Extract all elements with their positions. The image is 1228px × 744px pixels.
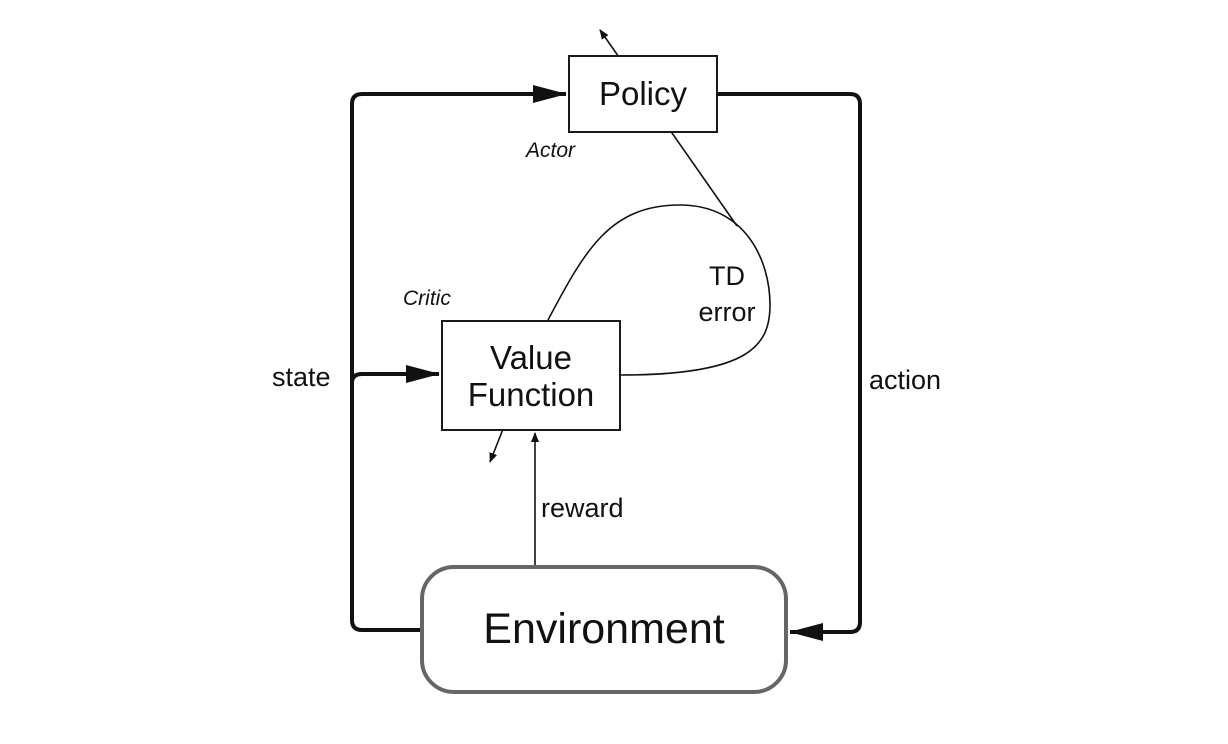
- actor-label: Actor: [526, 139, 576, 162]
- reward-label: reward: [541, 493, 624, 523]
- td-error-loop: [547, 204, 771, 376]
- td-error-label-line1: TD: [709, 261, 745, 291]
- environment-box: Environment: [420, 565, 788, 694]
- td-error-label: TD error: [686, 258, 768, 330]
- state-to-value-arrow: [350, 365, 440, 384]
- environment-label: Environment: [483, 605, 725, 653]
- state-label: state: [272, 362, 331, 392]
- value-function-label-line2: Function: [467, 375, 595, 413]
- action-label: action: [869, 365, 942, 395]
- policy-box: Policy: [568, 55, 718, 133]
- value-function-label-line1: Value: [490, 338, 572, 376]
- critic-label: Critic: [403, 287, 451, 310]
- td-error-label-line2: error: [698, 297, 756, 327]
- state-to-policy-arrow: [350, 85, 567, 632]
- value-function-box: Value Function: [441, 320, 621, 431]
- action-arrow: [718, 92, 862, 641]
- policy-label: Policy: [598, 75, 688, 112]
